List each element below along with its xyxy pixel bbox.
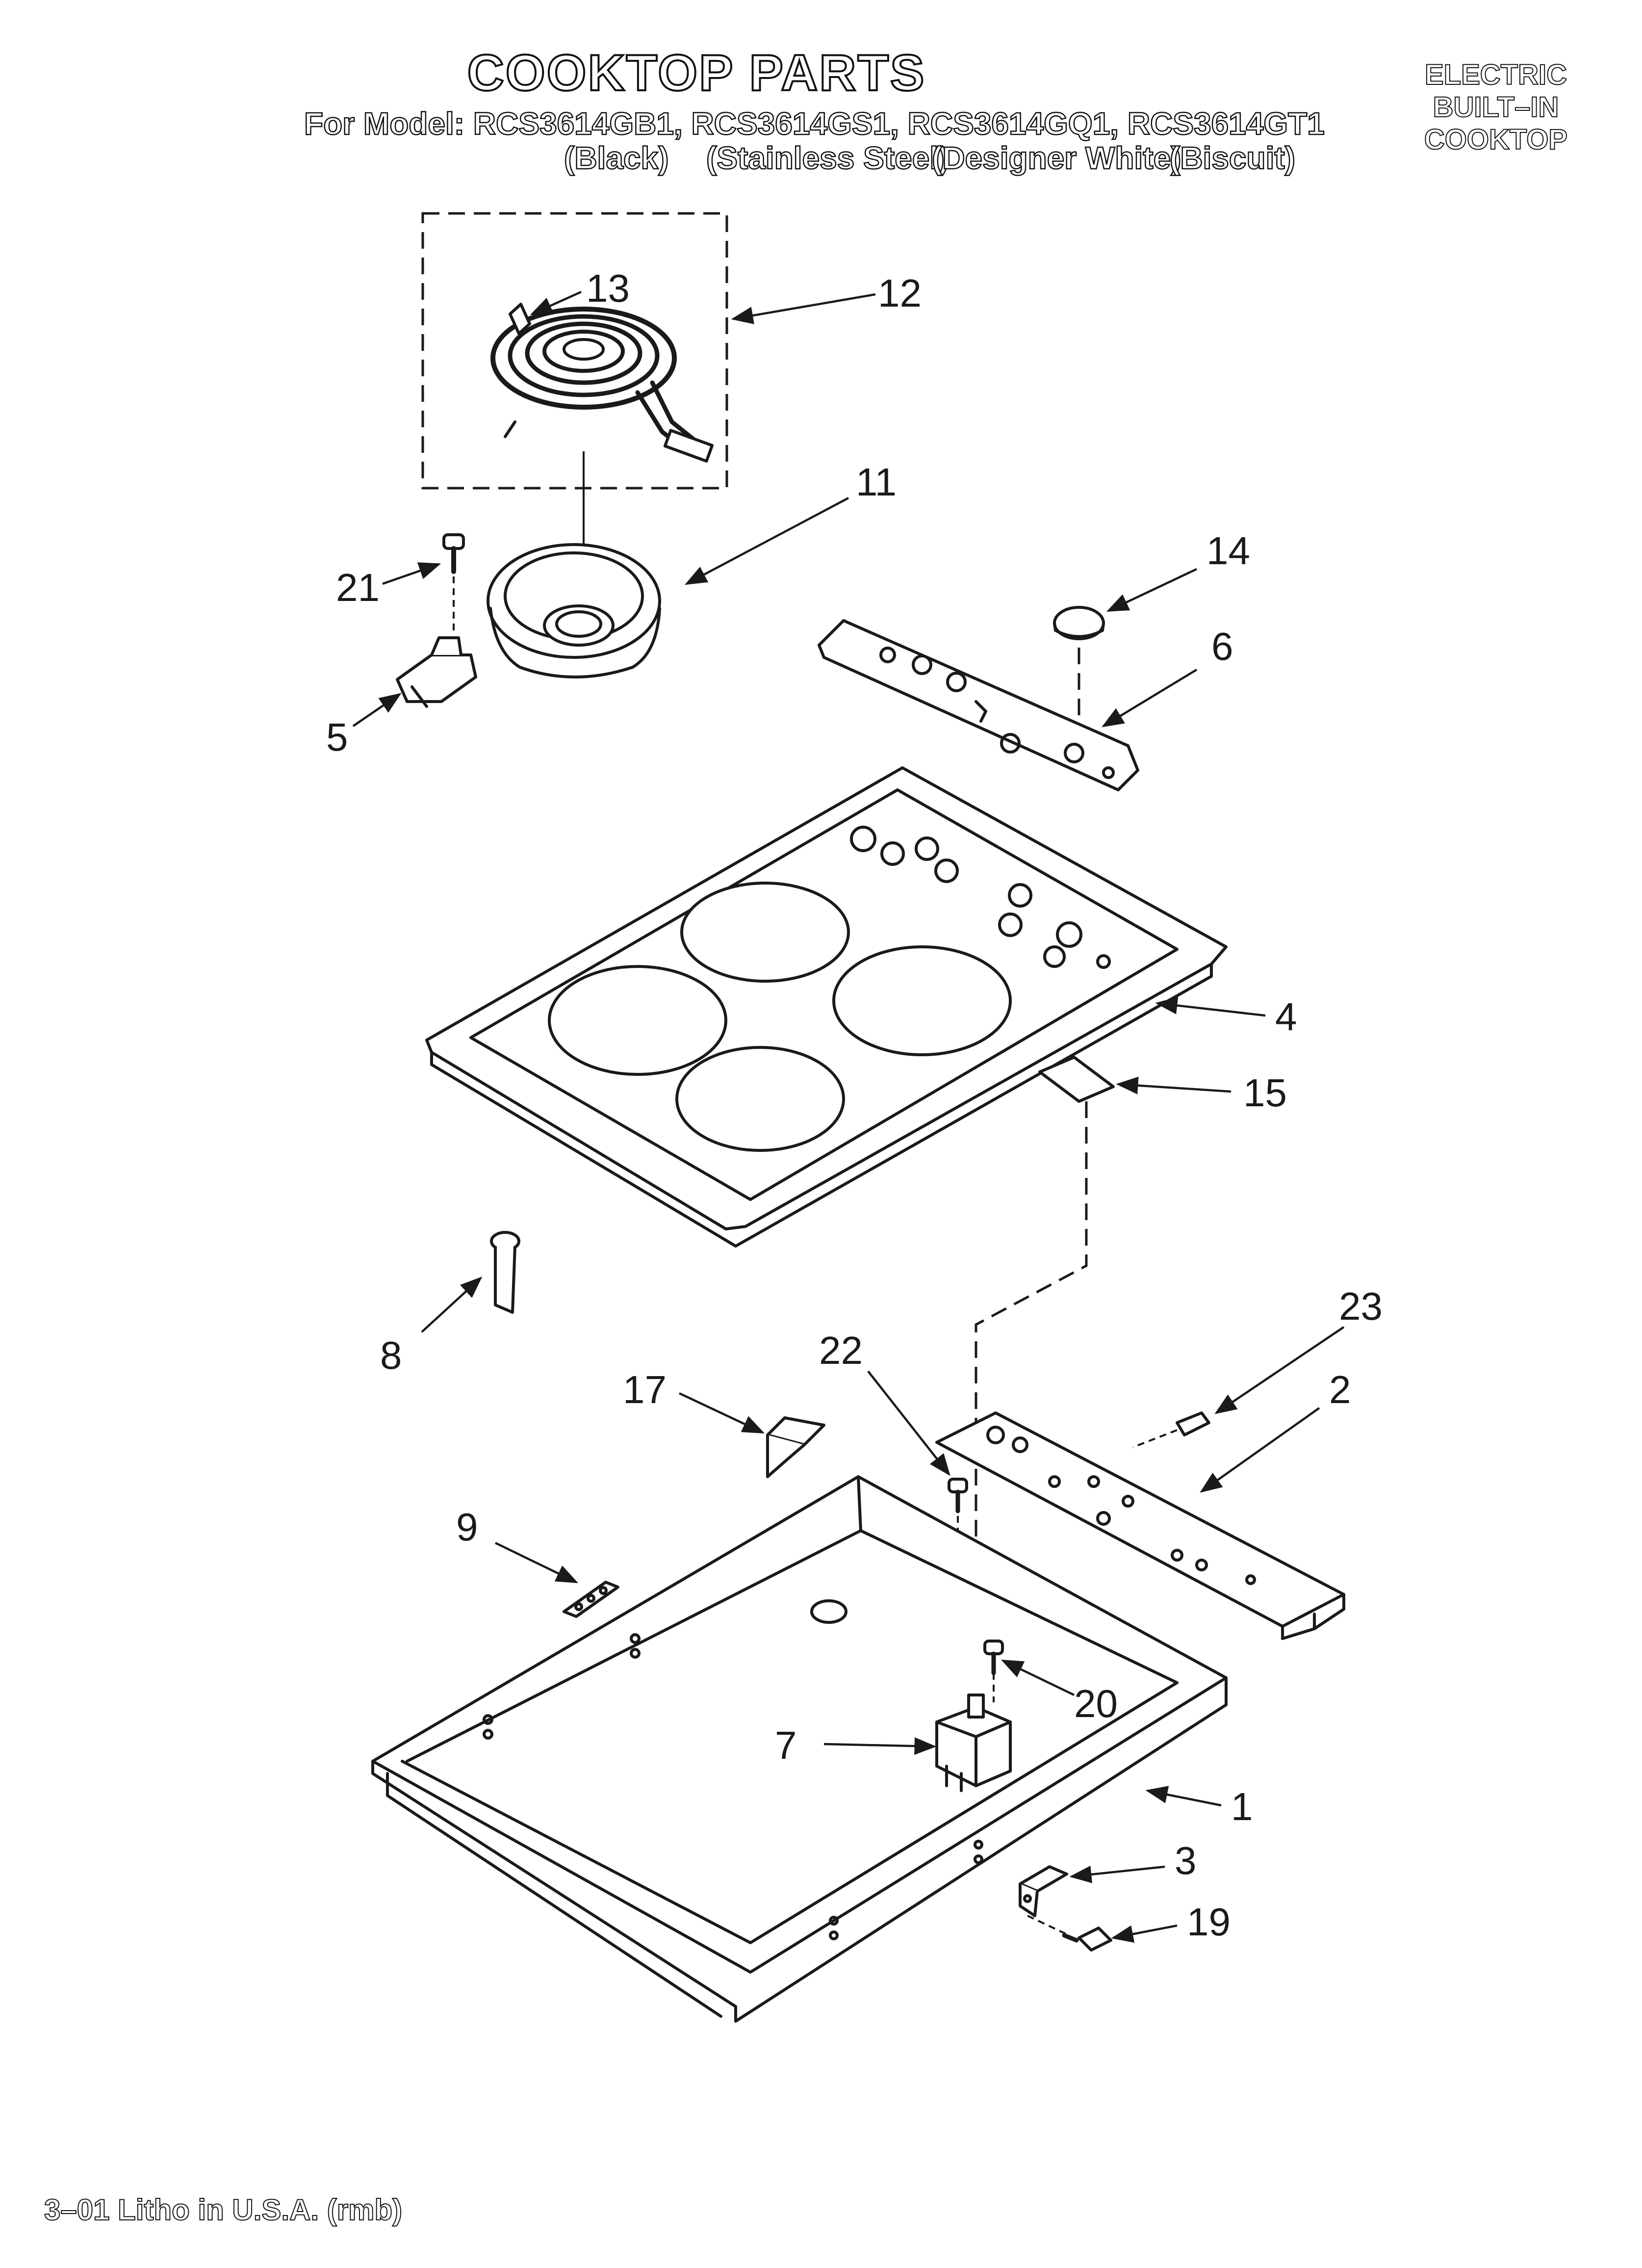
control-bracket: [935, 1411, 1345, 1640]
drip-bowl: [487, 543, 661, 678]
variant-stainless: (Stainless Steel): [706, 140, 949, 177]
receptacle: [396, 636, 477, 708]
callout-6: 6: [1211, 625, 1233, 668]
callout-8: 8: [380, 1333, 402, 1377]
mounting-bracket: [1019, 1865, 1070, 1936]
callout-13: 13: [586, 266, 630, 310]
element-clip: [509, 303, 531, 335]
callout-labels: 13 12 11 21 5 14 6 4 15 8 17 22 23 2 9 2…: [326, 266, 1383, 1944]
variant-white: (Designer White): [931, 140, 1182, 177]
screw-19: [1062, 1927, 1112, 1952]
surface-element: [490, 307, 714, 463]
cooktop-base-box: [371, 1475, 1228, 2023]
control-knob: [1053, 606, 1105, 640]
screw-20: [983, 1640, 1004, 1702]
product-line-3: COOKTOP: [1424, 123, 1568, 156]
callout-14: 14: [1206, 529, 1250, 573]
callout-3: 3: [1175, 1839, 1197, 1882]
page-title: COOKTOP PARTS: [466, 44, 926, 103]
callout-5: 5: [326, 715, 348, 759]
callout-4: 4: [1275, 995, 1297, 1039]
callout-11: 11: [856, 460, 897, 504]
variant-black: (Black): [564, 140, 669, 177]
product-line-2: BUILT–IN: [1433, 91, 1560, 124]
screw-21: [442, 533, 465, 635]
callout-2: 2: [1329, 1368, 1351, 1411]
model-variants: (Black) (Stainless Steel) (Designer Whit…: [0, 140, 1642, 179]
callout-20: 20: [1074, 1682, 1118, 1725]
callout-1: 1: [1231, 1785, 1253, 1828]
terminal-block: [563, 1581, 619, 1618]
callout-19: 19: [1187, 1900, 1231, 1944]
callout-22: 22: [819, 1329, 863, 1372]
infinite-switch: [935, 1694, 1012, 1792]
product-type: ELECTRIC BUILT–IN COOKTOP: [1412, 58, 1579, 156]
callout-17: 17: [623, 1368, 667, 1411]
wiring-label: [1038, 1056, 1115, 1103]
callout-7: 7: [775, 1723, 797, 1767]
callout-21: 21: [336, 566, 380, 609]
print-footer: 3–01 Litho in U.S.A. (rmb): [44, 2193, 403, 2227]
product-line-1: ELECTRIC: [1424, 58, 1567, 91]
callout-15: 15: [1243, 1071, 1287, 1115]
callout-leaders: [352, 290, 1345, 1943]
bracket-17: [766, 1416, 825, 1478]
control-panel: [818, 619, 1139, 791]
variant-biscuit: (Biscuit): [1169, 140, 1296, 177]
element-kit-box: [421, 212, 728, 490]
callout-12: 12: [878, 271, 922, 315]
screw-23: [1132, 1411, 1210, 1448]
model-list: For Model: RCS3614GB1, RCS3614GS1, RCS36…: [304, 105, 1325, 142]
callout-23: 23: [1339, 1284, 1383, 1328]
indicator-light: [490, 1231, 520, 1314]
callout-9: 9: [456, 1505, 478, 1549]
cooktop-main-top: [425, 766, 1228, 1248]
